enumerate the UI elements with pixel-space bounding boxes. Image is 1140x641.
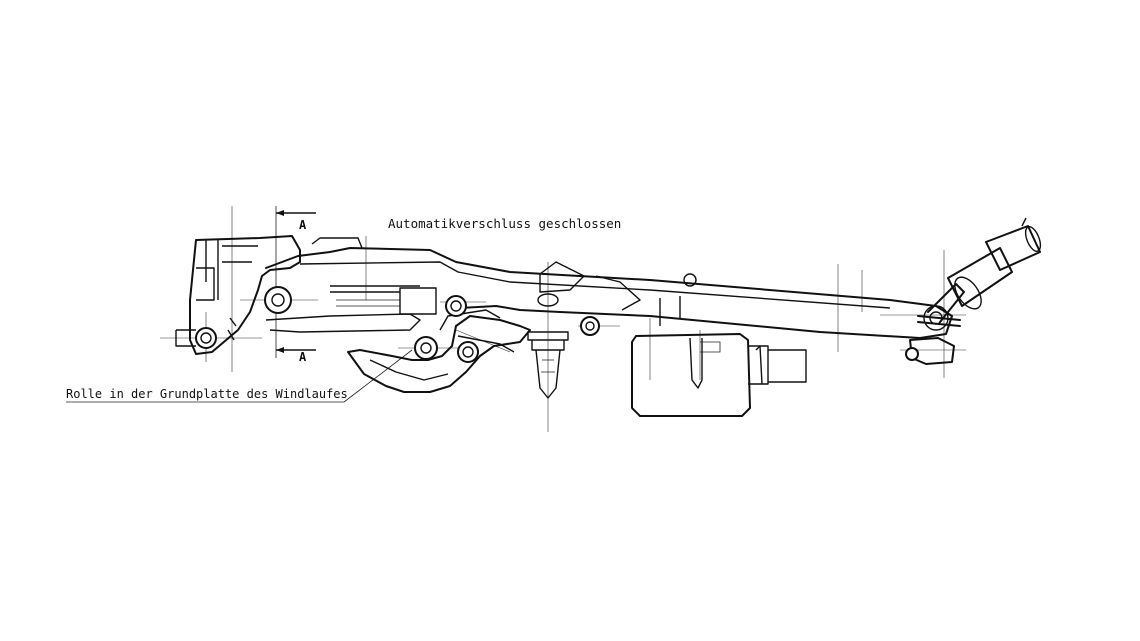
section-line-a bbox=[275, 206, 316, 358]
motor-housing bbox=[631, 273, 807, 417]
main-lever-arm bbox=[265, 237, 953, 339]
base-frame bbox=[175, 235, 301, 355]
section-marker-top: A bbox=[299, 218, 307, 232]
pivot-pins bbox=[195, 286, 919, 363]
latch-hook bbox=[347, 309, 531, 393]
drawing-title: Automatikverschluss geschlossen bbox=[388, 216, 621, 231]
section-marker-bottom: A bbox=[299, 350, 307, 364]
slide-track bbox=[265, 285, 437, 333]
crank-handle bbox=[909, 217, 1042, 365]
callout-label: Rolle in der Grundplatte des Windlaufes bbox=[66, 387, 348, 401]
central-plunger bbox=[527, 293, 569, 399]
